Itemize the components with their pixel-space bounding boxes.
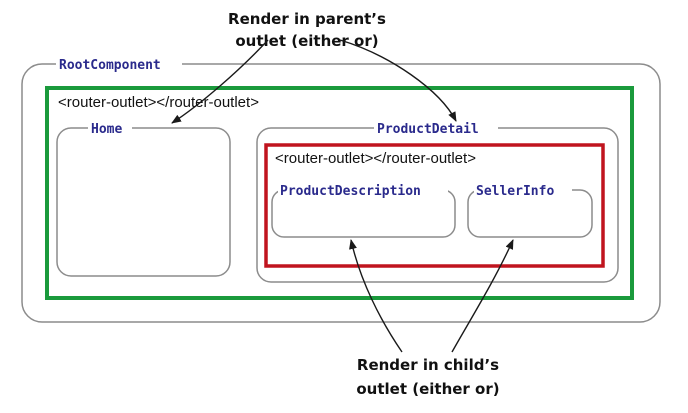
home-label-bg bbox=[88, 121, 132, 136]
arrow-to-product-detail bbox=[339, 39, 457, 122]
product-detail-label-bg bbox=[374, 121, 498, 136]
child-annotation-line-1: Render in child’s bbox=[357, 356, 499, 374]
child-router-outlet-box bbox=[264, 143, 605, 268]
root-component-label: RootComponent bbox=[59, 58, 161, 73]
home-component-label: Home bbox=[91, 122, 122, 137]
parent-annotation-line-1: Render in parent’s bbox=[228, 10, 386, 28]
root-label-bg bbox=[56, 56, 182, 72]
seller-info-label-bg bbox=[474, 183, 572, 198]
arrow-to-product-description bbox=[349, 239, 403, 353]
home-component-box bbox=[56, 127, 231, 277]
child-router-outlet-label: <router-outlet></router-outlet> bbox=[275, 150, 476, 167]
product-detail-component-label: ProductDetail bbox=[377, 122, 479, 137]
product-description-label-bg bbox=[278, 183, 448, 198]
arrow-to-seller-info bbox=[451, 239, 514, 353]
seller-info-component-label: SellerInfo bbox=[476, 184, 554, 199]
product-description-component-label: ProductDescription bbox=[280, 184, 421, 199]
parent-annotation-line-2: outlet (either or) bbox=[235, 32, 378, 50]
arrow-to-home bbox=[171, 39, 269, 124]
root-router-outlet-box bbox=[45, 86, 634, 300]
child-annotation-line-2: outlet (either or) bbox=[356, 380, 499, 398]
root-component-box bbox=[21, 63, 661, 323]
root-router-outlet-label: <router-outlet></router-outlet> bbox=[58, 94, 259, 111]
